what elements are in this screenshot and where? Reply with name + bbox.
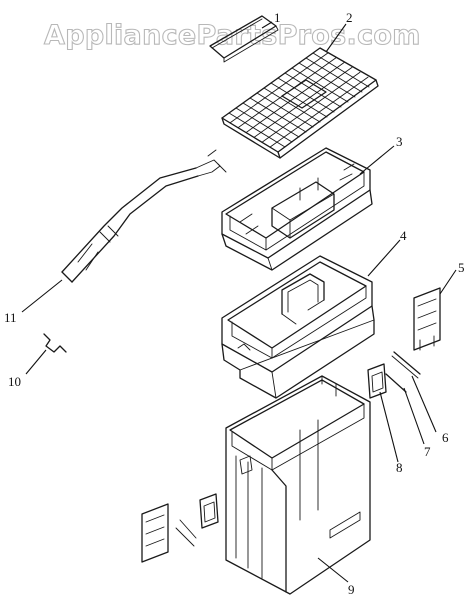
lid-grid-line (312, 52, 370, 88)
callout-1: 1 (274, 10, 281, 25)
callout-8: 8 (396, 460, 403, 475)
callout-4: 4 (400, 228, 407, 243)
part-11-handle-arm (61, 149, 227, 283)
lid-grid-line (291, 67, 349, 103)
lid-grid-line (256, 92, 314, 128)
lid-grid-line (261, 71, 361, 143)
lid-grid-line (235, 107, 293, 143)
lid-grid-line (245, 62, 345, 134)
lid-grid-line (284, 72, 342, 108)
lid-grid-line (298, 62, 356, 98)
part-4-basket (221, 255, 375, 399)
part-6-rod (391, 351, 421, 379)
callout-3: 3 (396, 134, 403, 149)
part-9-housing (225, 375, 371, 595)
lid-grid-line (229, 52, 329, 124)
callout-11: 11 (4, 310, 17, 325)
part-7-pin (385, 373, 407, 393)
callout-10: 10 (8, 374, 21, 389)
part-8-latch (367, 363, 387, 399)
lid-grid-line (242, 102, 300, 138)
part-3-inner-tray (221, 147, 373, 271)
callout-6: 6 (442, 430, 449, 445)
callout-9: 9 (348, 582, 355, 597)
callout-5: 5 (458, 260, 465, 275)
lid-grid-line (277, 77, 335, 113)
lid-grid-line (270, 82, 328, 118)
part-10-clip (43, 333, 67, 353)
callout-labels: 1 2 3 4 5 6 7 8 9 10 11 (4, 10, 465, 597)
callout-2: 2 (346, 10, 353, 25)
lid-grid-line (305, 57, 363, 93)
lid-grid-line (253, 66, 353, 138)
lid-grid-line (228, 112, 286, 148)
part-2-grid-lid (221, 47, 379, 159)
part-5-bracket (413, 287, 441, 351)
lower-left-bracket (141, 493, 219, 563)
leader-lines (21, 21, 457, 583)
lid-grid-line (269, 76, 369, 148)
callout-7: 7 (424, 444, 431, 459)
part-1-filter-cover (209, 15, 279, 63)
watermark: AppliancePartsPros.com (44, 20, 421, 51)
lid-grid-line (263, 87, 321, 123)
lid-grid-line (249, 97, 307, 133)
